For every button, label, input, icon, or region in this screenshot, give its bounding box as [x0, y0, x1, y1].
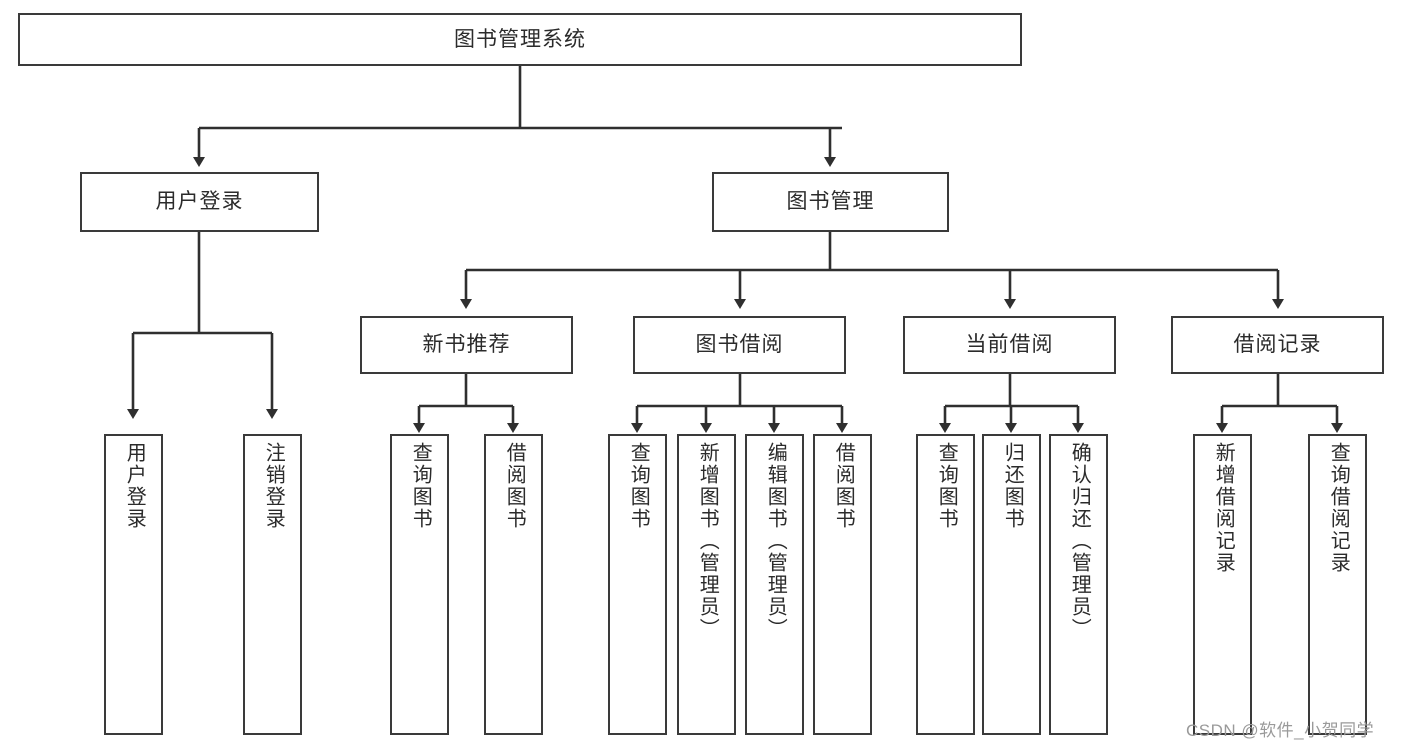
node-label: 图书管理系统	[454, 27, 586, 51]
node-leaf-query-book-borrow[interactable]: 查询图书	[608, 434, 667, 735]
node-leaf-user-login[interactable]: 用户登录	[104, 434, 163, 735]
node-book-management[interactable]: 图书管理	[712, 172, 949, 232]
node-borrow-record[interactable]: 借阅记录	[1171, 316, 1384, 374]
node-label: 借阅图书	[503, 442, 526, 530]
node-label: 编辑图书（管理员）	[764, 442, 787, 640]
node-label: 确认归还（管理员）	[1068, 442, 1091, 640]
node-leaf-return-book[interactable]: 归还图书	[982, 434, 1041, 735]
node-label: 用户登录	[123, 442, 146, 530]
node-current-borrow[interactable]: 当前借阅	[903, 316, 1116, 374]
node-label: 当前借阅	[965, 333, 1054, 357]
node-label: 图书管理	[786, 190, 875, 214]
node-leaf-query-borrow-record[interactable]: 查询借阅记录	[1308, 434, 1367, 735]
node-leaf-query-book-recommend[interactable]: 查询图书	[390, 434, 449, 735]
node-label: 图书借阅	[695, 333, 784, 357]
node-root-book-management-system[interactable]: 图书管理系统	[18, 13, 1022, 66]
node-label: 借阅图书	[832, 442, 855, 530]
node-label: 新书推荐	[422, 333, 511, 357]
node-leaf-borrow-book-recommend[interactable]: 借阅图书	[484, 434, 543, 735]
node-user-login[interactable]: 用户登录	[80, 172, 319, 232]
node-leaf-logout-login[interactable]: 注销登录	[243, 434, 302, 735]
node-leaf-borrow-book[interactable]: 借阅图书	[813, 434, 872, 735]
node-leaf-confirm-return-admin[interactable]: 确认归还（管理员）	[1049, 434, 1108, 735]
node-label: 用户登录	[155, 190, 244, 214]
node-leaf-add-borrow-record[interactable]: 新增借阅记录	[1193, 434, 1252, 735]
node-label: 归还图书	[1001, 442, 1024, 530]
node-label: 注销登录	[262, 442, 285, 530]
node-label: 借阅记录	[1233, 333, 1322, 357]
node-label: 新增图书（管理员）	[696, 442, 719, 640]
node-new-book-recommend[interactable]: 新书推荐	[360, 316, 573, 374]
node-leaf-edit-book-admin[interactable]: 编辑图书（管理员）	[745, 434, 804, 735]
node-label: 查询图书	[935, 442, 958, 530]
node-label: 新增借阅记录	[1212, 442, 1235, 574]
watermark-text: CSDN @软件_小贺同学	[1186, 721, 1375, 740]
node-label: 查询图书	[627, 442, 650, 530]
node-label: 查询图书	[409, 442, 432, 530]
node-leaf-query-book-current[interactable]: 查询图书	[916, 434, 975, 735]
node-leaf-add-book-admin[interactable]: 新增图书（管理员）	[677, 434, 736, 735]
node-label: 查询借阅记录	[1327, 442, 1350, 574]
node-book-borrow[interactable]: 图书借阅	[633, 316, 846, 374]
